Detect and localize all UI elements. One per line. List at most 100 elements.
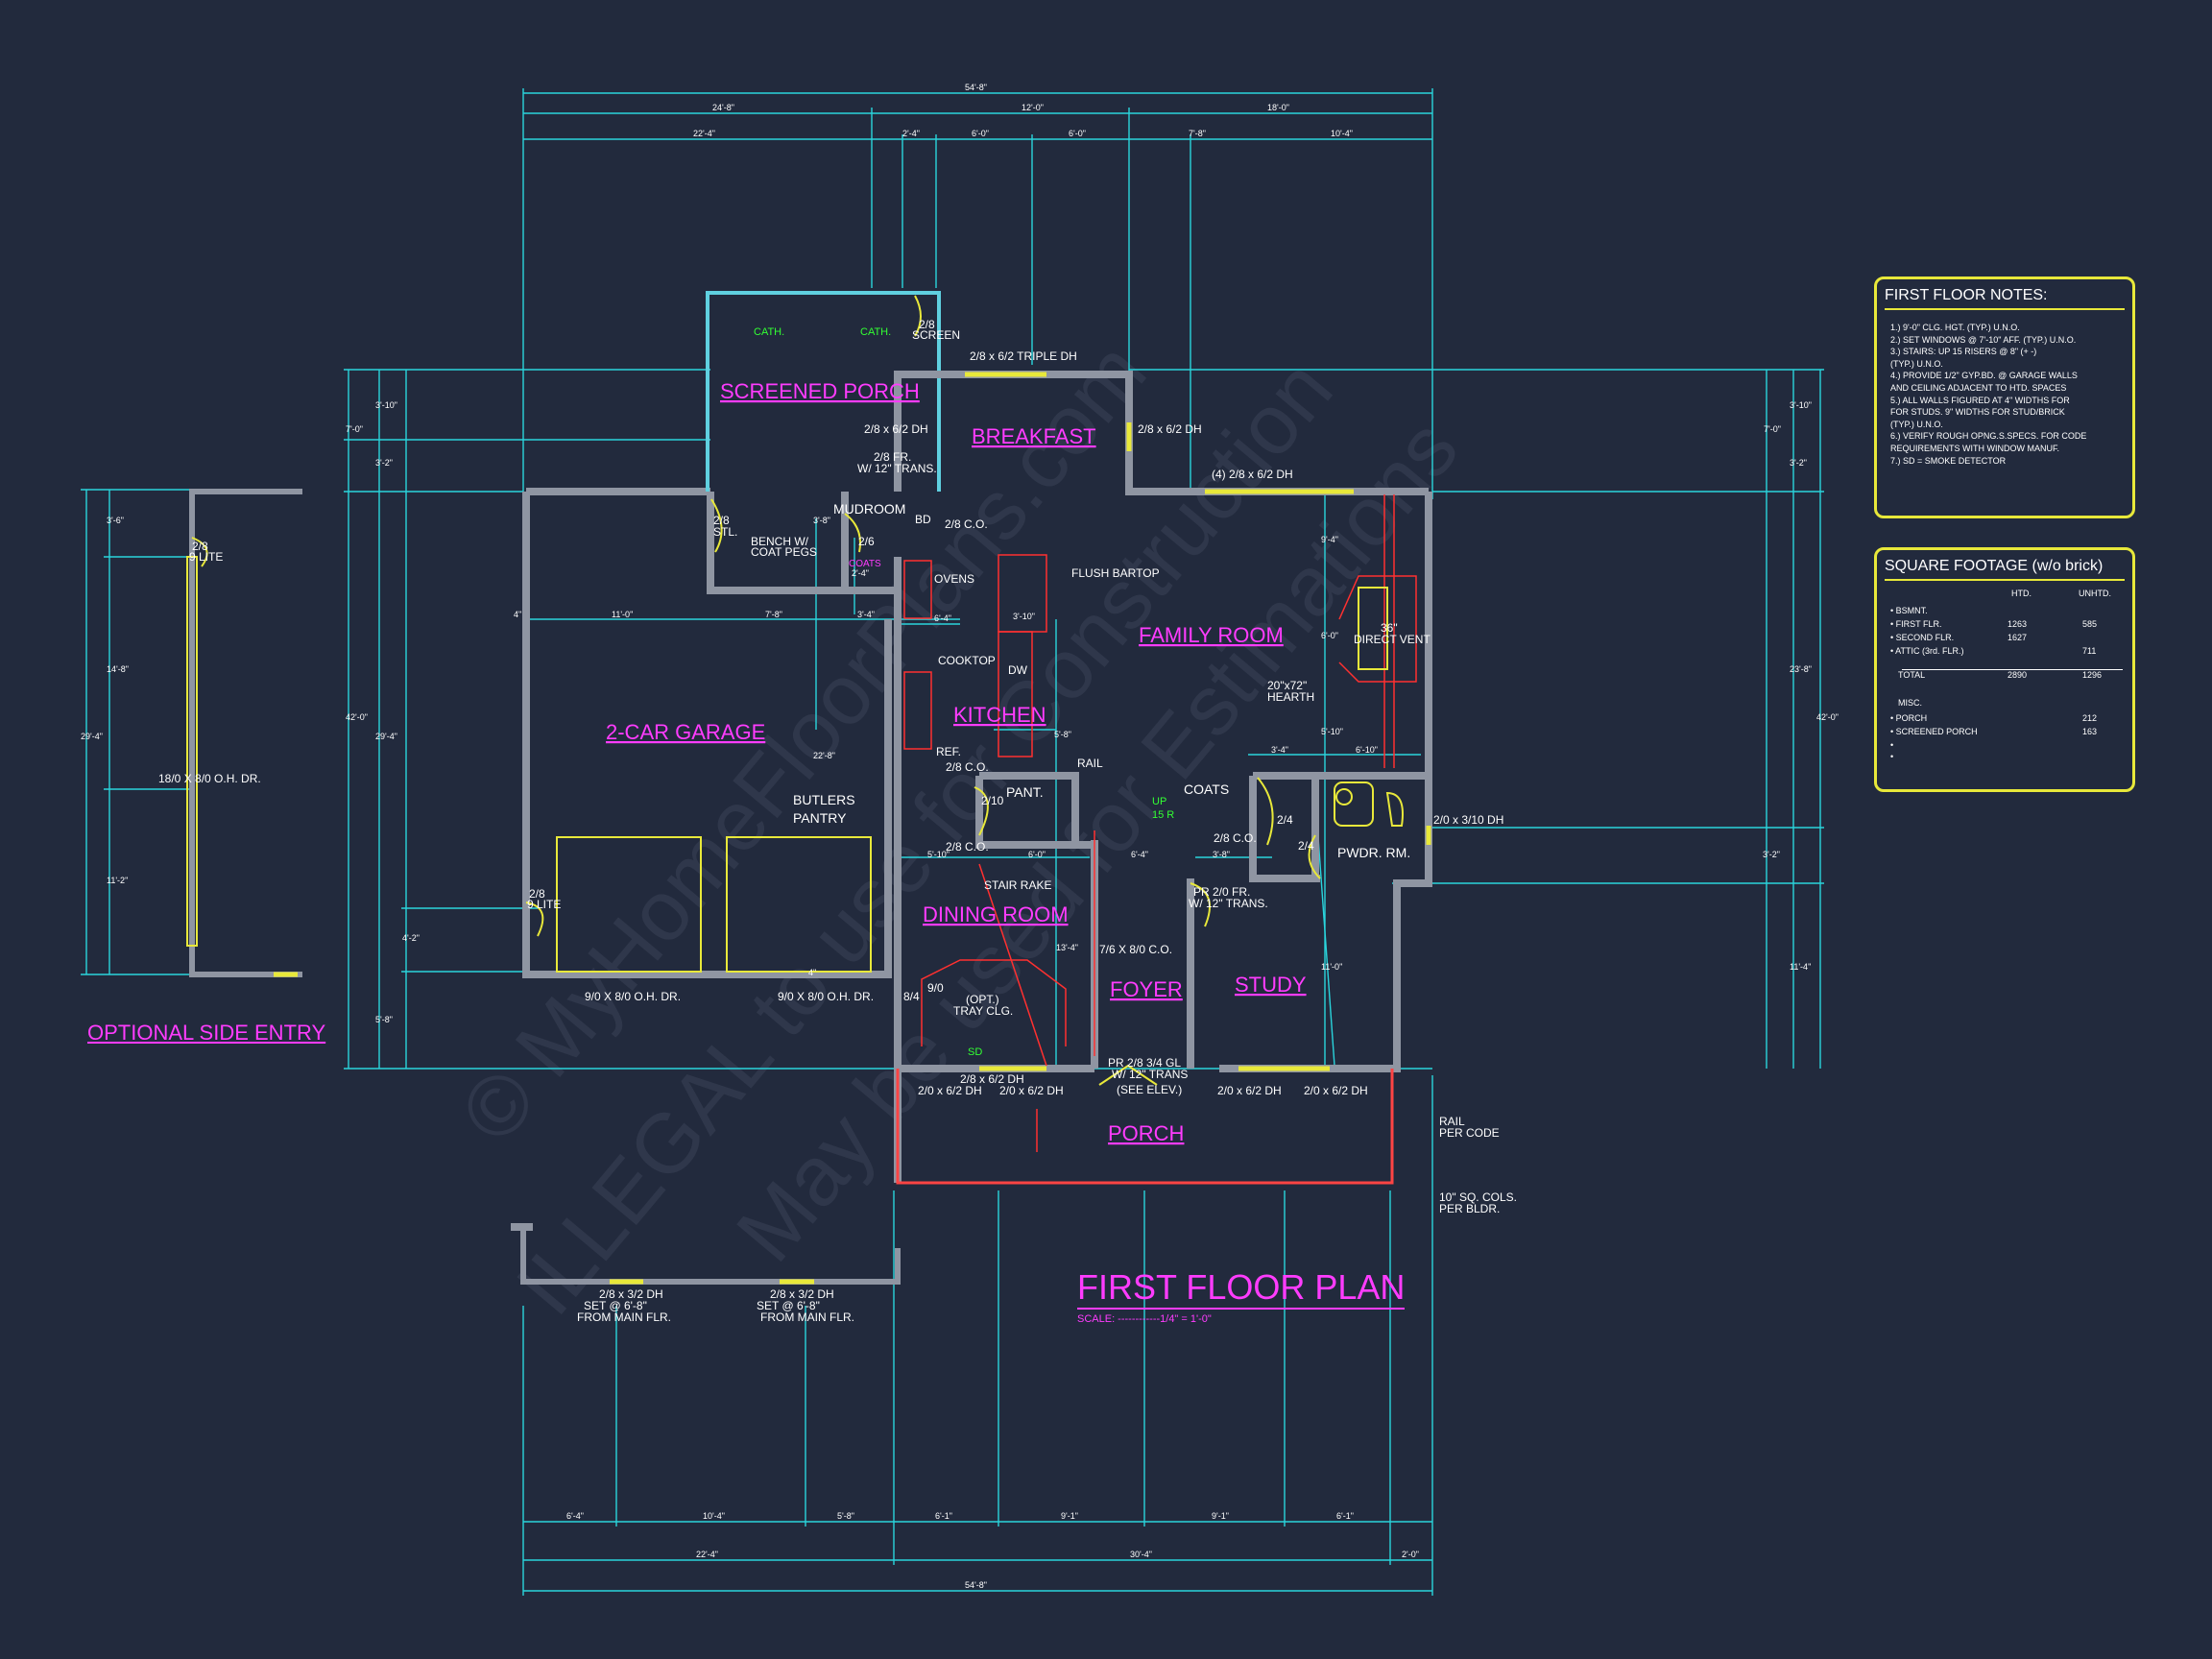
svg-text:7'-8": 7'-8" — [765, 610, 782, 619]
note-line: 7.) SD = SMOKE DETECTOR — [1890, 455, 2007, 466]
svg-text:42'-0": 42'-0" — [346, 712, 368, 722]
svg-text:3'-6": 3'-6" — [107, 516, 124, 525]
note-line: (TYP.) U.N.O. — [1890, 419, 1943, 429]
svg-text:COOKTOP: COOKTOP — [938, 654, 996, 667]
svg-text:2/8 x 3/2 DH: 2/8 x 3/2 DH — [599, 1287, 663, 1301]
svg-text:UP: UP — [1152, 796, 1166, 807]
note-line: 2.) SET WINDOWS @ 7'-10" AFF. (TYP.) U.N… — [1890, 334, 2077, 345]
svg-text:6'-0": 6'-0" — [1069, 129, 1086, 138]
svg-text:RAIL: RAIL — [1439, 1115, 1465, 1128]
svg-text:(SEE ELEV.): (SEE ELEV.) — [1117, 1083, 1182, 1096]
svg-text:54'-8": 54'-8" — [965, 1580, 987, 1590]
svg-text:11'-2": 11'-2" — [107, 876, 128, 885]
svg-text:STAIR RAKE: STAIR RAKE — [984, 878, 1051, 892]
note-line: 5.) ALL WALLS FIGURED AT 4" WIDTHS FOR — [1890, 395, 2070, 405]
sqft-total-row: TOTAL 2890 1296 — [1898, 669, 2123, 680]
svg-text:6'-1": 6'-1" — [1336, 1511, 1354, 1521]
room-pwdr: PWDR. RM. — [1337, 845, 1410, 860]
svg-text:5'-10": 5'-10" — [1321, 727, 1343, 736]
svg-text:W/ 12" TRANS: W/ 12" TRANS — [1112, 1068, 1188, 1081]
svg-text:6'-4": 6'-4" — [1131, 850, 1148, 859]
room-labels: SCREENED PORCH BREAKFAST FAMILY ROOM KIT… — [606, 379, 1410, 1145]
svg-text:REF.: REF. — [936, 745, 961, 758]
note-line: REQUIREMENTS WITH WINDOW MANUF. — [1890, 443, 2059, 453]
svg-text:9 LITE: 9 LITE — [189, 550, 223, 564]
svg-text:9'-1": 9'-1" — [1212, 1511, 1229, 1521]
svg-text:BD: BD — [915, 513, 931, 526]
svg-text:2/0 x 6/2 DH: 2/0 x 6/2 DH — [1217, 1084, 1282, 1097]
svg-text:2/0 x 6/2 DH: 2/0 x 6/2 DH — [999, 1084, 1064, 1097]
svg-text:CATH.: CATH. — [860, 326, 891, 338]
svg-text:FROM MAIN FLR.: FROM MAIN FLR. — [577, 1310, 671, 1324]
room-screened-porch: SCREENED PORCH — [720, 379, 920, 403]
room-dining: DINING ROOM — [923, 902, 1069, 926]
room-butlers-2: PANTRY — [793, 810, 847, 826]
svg-text:7/6 X 8/0 C.O.: 7/6 X 8/0 C.O. — [1099, 943, 1172, 956]
sqft-col-htd: HTD. — [2011, 589, 2032, 598]
note-line: AND CEILING ADJACENT TO HTD. SPACES — [1890, 382, 2067, 393]
svg-text:9/0: 9/0 — [927, 981, 944, 995]
svg-text:PR 2/8 3/4 GL: PR 2/8 3/4 GL — [1108, 1056, 1181, 1070]
svg-text:14'-8": 14'-8" — [107, 664, 129, 674]
svg-text:FLUSH BARTOP: FLUSH BARTOP — [1071, 566, 1160, 580]
svg-text:13'-4": 13'-4" — [1056, 943, 1078, 952]
svg-text:3'-2": 3'-2" — [375, 458, 393, 468]
svg-text:6'-0": 6'-0" — [972, 129, 989, 138]
svg-text:FROM MAIN FLR.: FROM MAIN FLR. — [760, 1310, 854, 1324]
svg-text:30'-4": 30'-4" — [1130, 1550, 1152, 1559]
svg-text:SCREEN: SCREEN — [912, 328, 960, 342]
svg-text:2/8 C.O.: 2/8 C.O. — [946, 760, 989, 774]
svg-text:9/0 X 8/0 O.H. DR.: 9/0 X 8/0 O.H. DR. — [585, 990, 681, 1003]
svg-text:PER BLDR.: PER BLDR. — [1439, 1202, 1500, 1215]
svg-text:42'-0": 42'-0" — [1816, 712, 1839, 722]
note-line: 4.) PROVIDE 1/2" GYP.BD. @ GARAGE WALLS — [1890, 371, 2078, 381]
svg-text:5'-10": 5'-10" — [927, 850, 950, 859]
svg-text:11'-0": 11'-0" — [612, 610, 633, 619]
svg-text:2/8 x 3/2 DH: 2/8 x 3/2 DH — [770, 1287, 834, 1301]
svg-text:2/8 x 6/2 DH: 2/8 x 6/2 DH — [960, 1072, 1024, 1086]
svg-text:2/8: 2/8 — [192, 540, 208, 553]
svg-text:6'-4": 6'-4" — [934, 613, 951, 623]
sqft-col-unhtd: UNHTD. — [2079, 589, 2111, 598]
svg-text:22'-4": 22'-4" — [696, 1550, 718, 1559]
svg-text:2/8 x 6/2 TRIPLE DH: 2/8 x 6/2 TRIPLE DH — [970, 349, 1077, 363]
svg-text:36": 36" — [1381, 621, 1398, 635]
svg-text:5'-8": 5'-8" — [837, 1511, 854, 1521]
svg-text:6'-1": 6'-1" — [935, 1511, 952, 1521]
svg-text:PR 2/0 FR.: PR 2/0 FR. — [1193, 885, 1250, 899]
svg-text:22'-4": 22'-4" — [693, 129, 715, 138]
svg-text:W/ 12" TRANS.: W/ 12" TRANS. — [857, 462, 937, 475]
plan-title-block: FIRST FLOOR PLAN — [1077, 1267, 1406, 1310]
svg-text:9'-4": 9'-4" — [1321, 535, 1338, 544]
svg-text:6'-0": 6'-0" — [1321, 631, 1338, 640]
note-line: FOR STUDS. 9" WIDTHS FOR STUD/BRICK — [1890, 407, 2065, 418]
room-garage: 2-CAR GARAGE — [606, 720, 765, 744]
svg-text:2'-4": 2'-4" — [902, 129, 920, 138]
dimension-lines — [81, 88, 1824, 1596]
svg-text:CATH.: CATH. — [754, 326, 784, 338]
square-footage-panel: SQUARE FOOTAGE (w/o brick) HTD. UNHTD. •… — [1874, 547, 2135, 792]
svg-text:2/8 C.O.: 2/8 C.O. — [945, 517, 988, 531]
svg-text:2/0 x 6/2 DH: 2/0 x 6/2 DH — [918, 1084, 982, 1097]
svg-text:10'-4": 10'-4" — [703, 1511, 725, 1521]
svg-text:2/6: 2/6 — [858, 535, 875, 548]
note-line: 6.) VERIFY ROUGH OPNG.S.SPECS. FOR CODE — [1890, 431, 2087, 442]
fixtures — [903, 494, 1417, 1152]
svg-text:10'-4": 10'-4" — [1331, 129, 1353, 138]
svg-text:2'-4": 2'-4" — [852, 568, 869, 578]
svg-text:STL.: STL. — [713, 525, 737, 539]
first-floor-notes-panel: FIRST FLOOR NOTES: 1.) 9'-0" CLG. HGT. (… — [1874, 276, 2135, 518]
svg-text:SET @ 6'-8": SET @ 6'-8" — [584, 1299, 647, 1312]
svg-text:8/4: 8/4 — [903, 990, 920, 1003]
svg-text:2/8 C.O.: 2/8 C.O. — [1214, 831, 1257, 845]
svg-text:24'-8": 24'-8" — [712, 103, 734, 112]
svg-text:2/10: 2/10 — [981, 794, 1004, 807]
watermark: © MyHomeFloorPlans.com ILLEGAL to use fo… — [442, 325, 1476, 1332]
optional-side-entry-title: OPTIONAL SIDE ENTRY — [87, 1021, 326, 1045]
svg-text:3'-4": 3'-4" — [857, 610, 875, 619]
svg-text:(OPT.): (OPT.) — [966, 993, 999, 1006]
svg-text:2/8 FR.: 2/8 FR. — [874, 450, 911, 464]
svg-text:2'-0": 2'-0" — [1402, 1550, 1419, 1559]
svg-text:4": 4" — [514, 610, 521, 619]
